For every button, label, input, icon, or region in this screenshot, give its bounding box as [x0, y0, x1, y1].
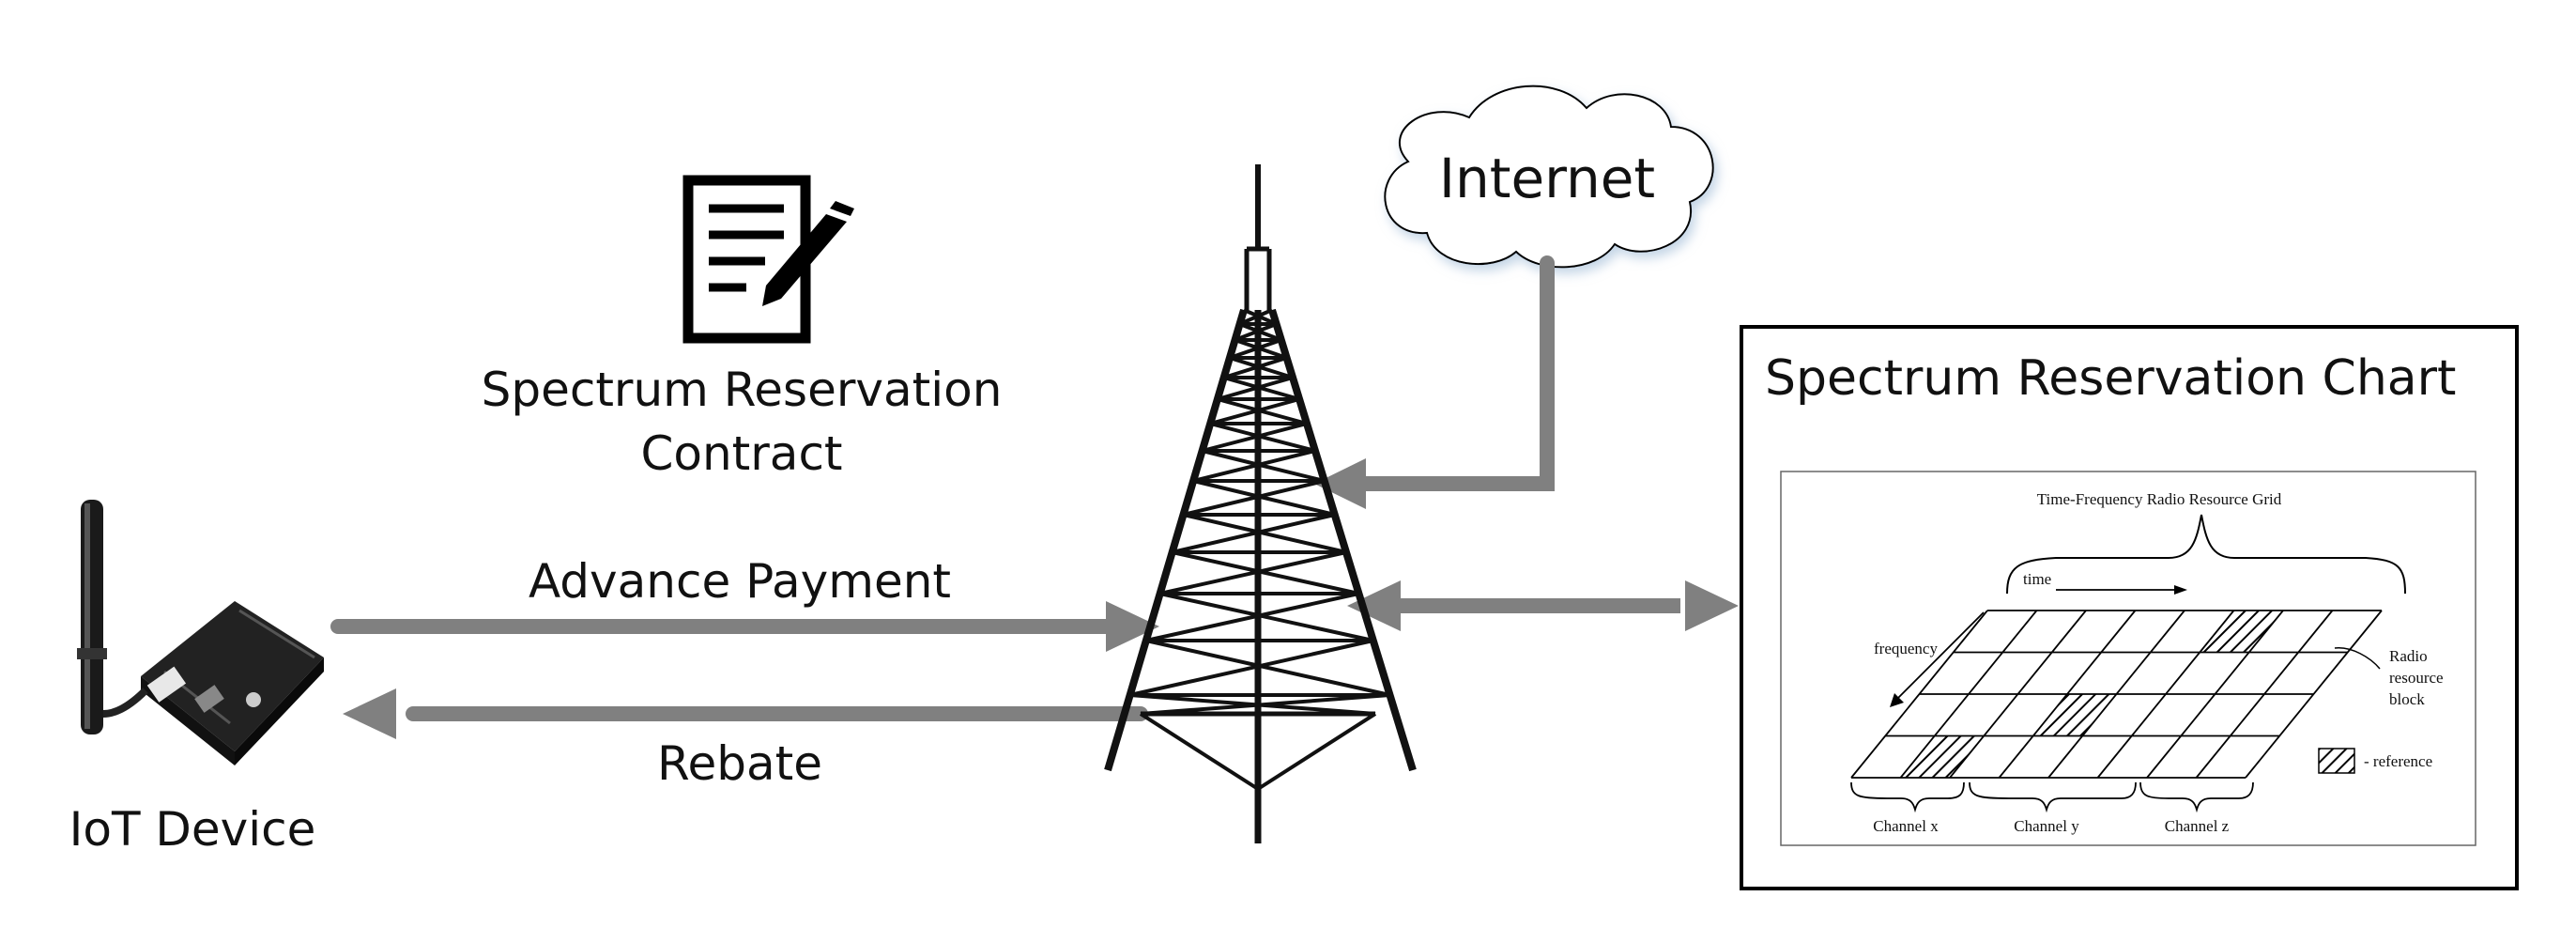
- time-label: time: [2023, 570, 2051, 588]
- iot-board-icon: [77, 500, 324, 765]
- lattice-brace: [1129, 639, 1374, 697]
- lattice-brace: [1217, 397, 1308, 425]
- rebate-label: Rebate: [657, 736, 822, 791]
- internet-cloud: Internet: [1384, 85, 1714, 269]
- reference-block: [1900, 735, 1985, 778]
- reference-legend-swatch: [2318, 748, 2355, 774]
- grid-col-line: [2245, 610, 2383, 779]
- lattice-brace: [1145, 639, 1390, 697]
- channel-x-label: Channel x: [1873, 817, 1939, 835]
- grid-col-line: [2146, 610, 2284, 779]
- grid-figure-frame: [1780, 471, 2476, 846]
- grid-col-line: [2195, 610, 2334, 779]
- tower-lattice: [1129, 308, 1390, 791]
- reference-block: [2032, 694, 2117, 736]
- lattice-brace: [1192, 479, 1336, 517]
- cell-tower-icon: [1104, 164, 1417, 843]
- chart-right-arrowhead: [1685, 580, 1739, 631]
- rrb-pointer: [2334, 647, 2381, 670]
- internet-arrowhead: [1314, 458, 1366, 509]
- grid-col-line: [2096, 610, 2235, 779]
- lattice-brace: [1145, 592, 1359, 642]
- lattice-brace: [1159, 592, 1374, 642]
- internet-to-tower-arrow: [1354, 255, 1555, 491]
- time-brace: [2006, 514, 2406, 595]
- lattice-brace: [1209, 422, 1316, 453]
- reference-block: [2200, 611, 2283, 653]
- grid-col-line: [1998, 610, 2137, 779]
- grid-col-line: [1949, 610, 2087, 779]
- arrows: [330, 255, 1680, 721]
- spectrum-chart-title: Spectrum Reservation Chart: [1765, 350, 2456, 407]
- contract-label-line1: Spectrum Reservation: [482, 363, 1003, 417]
- grid-col-line: [2047, 610, 2185, 779]
- lattice-brace: [1256, 712, 1377, 791]
- lattice-brace: [1172, 550, 1359, 595]
- lattice-brace: [1238, 308, 1273, 326]
- channel-z-label: Channel z: [2165, 817, 2230, 835]
- payment-arrowhead: [1106, 601, 1159, 652]
- lattice-brace: [1140, 693, 1390, 716]
- lattice-brace: [1183, 513, 1347, 554]
- rrb-label-line1: Radio: [2389, 647, 2428, 665]
- reference-legend-label: - reference: [2364, 752, 2432, 770]
- channel-braces: [1850, 781, 2254, 813]
- lattice-brace: [1217, 376, 1294, 401]
- lattice-brace: [1223, 356, 1288, 379]
- lattice-brace: [1183, 479, 1326, 517]
- iot-device-label: IoT Device: [69, 802, 316, 857]
- resource-grid: [1850, 610, 2383, 779]
- spectrum-chart-panel: Spectrum Reservation Chart Time-Frequenc…: [1740, 325, 2519, 890]
- frequency-arrow: [1890, 611, 1985, 707]
- lattice-brace: [1139, 712, 1260, 791]
- lattice-brace: [1159, 550, 1347, 595]
- arrowheads: [343, 458, 1739, 739]
- time-arrow: [2056, 585, 2187, 595]
- grid-title: Time-Frequency Radio Resource Grid: [2037, 490, 2282, 508]
- lattice-brace: [1202, 449, 1326, 483]
- chart-left-arrowhead: [1347, 580, 1401, 631]
- lattice-brace: [1192, 449, 1316, 483]
- contract-label-line2: Contract: [640, 426, 842, 481]
- lattice-brace: [1229, 338, 1282, 360]
- grid-col-line: [1899, 610, 2038, 779]
- rrb-label-line2: resource: [2389, 669, 2444, 687]
- internet-label: Internet: [1439, 147, 1655, 210]
- lattice-brace: [1234, 322, 1278, 342]
- advance-payment-label: Advance Payment: [529, 554, 951, 609]
- pen-icon: [762, 201, 854, 306]
- grid-col-line: [1850, 610, 1988, 779]
- lattice-brace: [1209, 397, 1300, 425]
- frequency-label: frequency: [1874, 640, 1938, 657]
- contract-signature-icon: [682, 175, 854, 344]
- lattice-brace: [1202, 422, 1308, 453]
- rebate-arrowhead: [343, 688, 396, 739]
- lattice-brace: [1172, 513, 1336, 554]
- rrb-label-line3: block: [2389, 690, 2425, 708]
- channel-y-label: Channel y: [2014, 817, 2079, 835]
